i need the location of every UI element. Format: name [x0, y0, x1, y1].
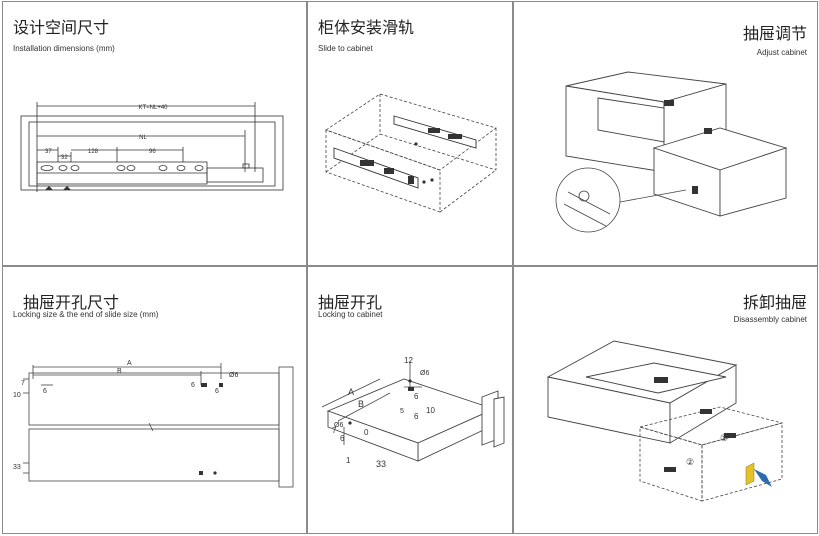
panel-slide-to-cabinet: 柜体安装滑轨 Slide to cabinet [307, 1, 513, 266]
panel-title: 拆卸抽屉 [742, 293, 807, 312]
panel-installation-dimensions: 设计空间尺寸 Installation dimensions (mm) [2, 1, 307, 266]
step-2-marker: ② [686, 457, 694, 467]
panel-subtitle: Locking size & the end of slide size (mm… [13, 310, 159, 319]
panel-disassembly-cabinet: 拆卸抽屉 Disassembly cabinet ① ② [513, 266, 818, 534]
panel-subtitle: Adjust cabinet [756, 48, 807, 57]
dim-0: 0 [364, 428, 369, 437]
panel-adjust-cabinet: 抽屉调节 Adjust cabinet [513, 1, 818, 266]
panel-title: 抽屉调节 [742, 24, 807, 43]
dim-6b: 6 [191, 382, 195, 389]
locking-size-drawing: A B 7 10 6 6 6 Ø6 33 [13, 360, 294, 488]
nl-label: NL [139, 135, 147, 141]
dim-a: A [348, 387, 354, 397]
dim-33: 33 [376, 459, 386, 469]
step-1-marker: ① [720, 433, 728, 443]
panel-title: 抽屉开孔尺寸 [23, 293, 120, 312]
panel-subtitle: Installation dimensions (mm) [13, 44, 115, 53]
dim-37: 37 [45, 149, 52, 155]
dim-1: 1 [346, 456, 351, 465]
dim-a: A [127, 360, 132, 367]
slide-to-cabinet-drawing [325, 93, 497, 213]
dim-6c: 6 [340, 434, 345, 443]
dim-5: 5 [400, 408, 404, 415]
dim-7: 7 [21, 380, 25, 387]
dim-96: 96 [149, 149, 156, 155]
dim-phi6: Ø6 [420, 370, 429, 377]
dim-32: 32 [61, 155, 68, 161]
dim-6c: 6 [215, 388, 219, 395]
dim-33: 33 [13, 464, 21, 471]
dim-phi6: Ø6 [229, 372, 238, 379]
dim-6b: 6 [414, 412, 419, 421]
panel-subtitle: Disassembly cabinet [733, 315, 807, 324]
panel-locking-to-cabinet: 抽屉开孔 Locking to cabinet A [307, 266, 513, 534]
dim-b: B [117, 368, 122, 375]
adjust-cabinet-drawing [555, 71, 788, 233]
dim-10: 10 [13, 392, 21, 399]
dim-7: 7 [332, 426, 337, 435]
panel-title: 设计空间尺寸 [13, 18, 110, 37]
dim-phi6b: Ø6 [334, 422, 343, 429]
panel-subtitle: Slide to cabinet [318, 44, 373, 53]
installation-dimension-drawing: KT=NL+40 NL 37 32 128 96 [20, 102, 284, 192]
panel-title: 抽屉开孔 [318, 293, 383, 312]
dim-6a: 6 [43, 388, 47, 395]
disassembly-drawing: ① ② [546, 340, 784, 502]
kt-label: KT=NL+40 [138, 105, 168, 111]
panel-subtitle: Locking to cabinet [318, 310, 383, 319]
dim-6a: 6 [414, 392, 419, 401]
panel-title: 柜体安装滑轨 [318, 18, 415, 37]
dim-10: 10 [426, 406, 435, 415]
dim-12: 12 [404, 356, 413, 365]
dim-b: B [358, 399, 364, 409]
dim-128: 128 [88, 149, 99, 155]
locking-to-cabinet-drawing: A B 12 6 5 10 6 7 6 1 33 Ø6 Ø6 0 [321, 356, 505, 469]
panel-locking-size: 抽屉开孔尺寸 Locking size & the end of slide s… [2, 266, 307, 534]
